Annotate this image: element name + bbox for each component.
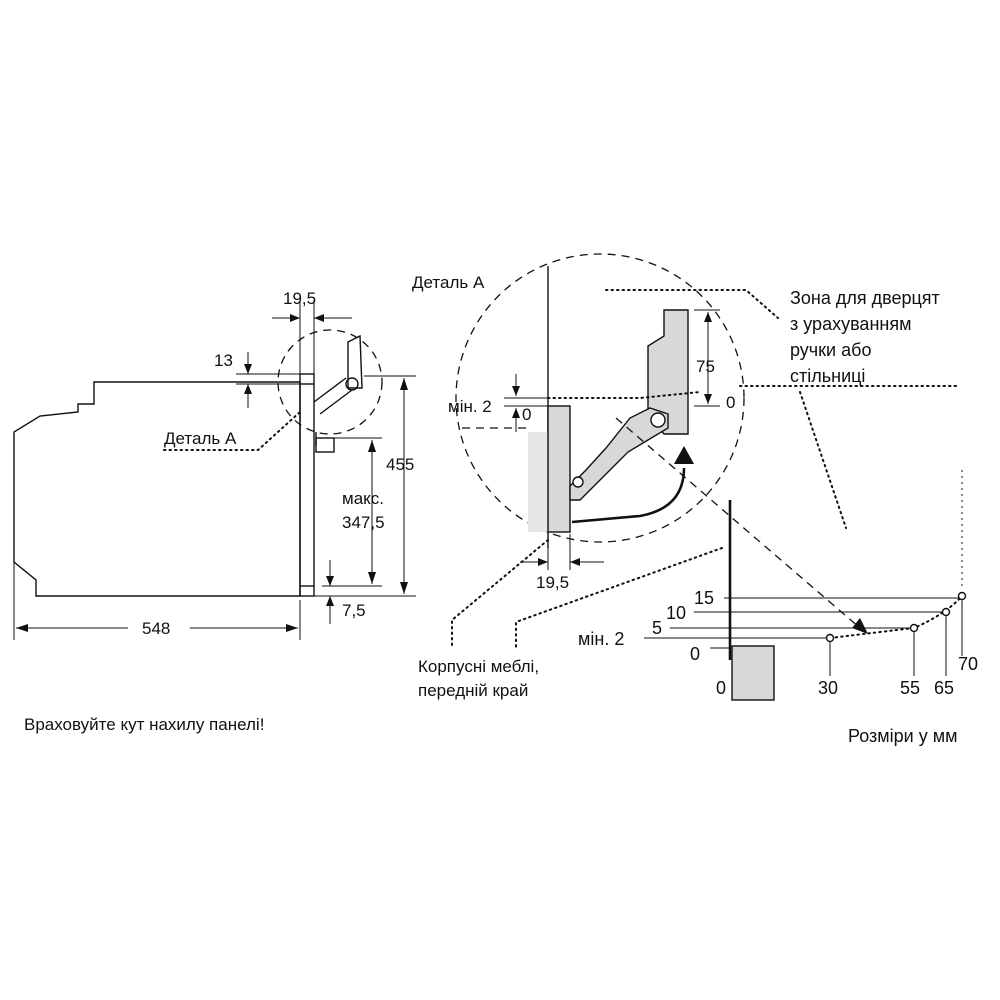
oven-body-outline [13, 381, 301, 597]
furniture-label-line1: Корпусні меблі, [418, 657, 539, 676]
y-label-10: 10 [666, 603, 686, 623]
x-label-70: 70 [958, 654, 978, 674]
y-label-0: 0 [690, 644, 700, 664]
dim-455: 455 [386, 455, 414, 474]
dim-347-5: 347,5 [342, 513, 385, 532]
y-label-15: 15 [694, 588, 714, 608]
door-swing-path [615, 417, 861, 629]
dim-19-5-top: 19,5 [283, 289, 316, 308]
furniture-panel-section [528, 432, 548, 532]
door-zone-line4: стільниці [790, 366, 865, 386]
oven-front-panel [299, 373, 315, 597]
tilt-note: Враховуйте кут нахилу панелі! [24, 715, 264, 734]
y-label-min-2: мін. 2 [578, 629, 624, 649]
detail-a-label-left: Деталь A [164, 429, 237, 448]
detail-a-circle-small [277, 329, 383, 435]
door-hinge-bracket [313, 377, 353, 415]
y-label-5: 5 [652, 618, 662, 638]
max-label: макс. [342, 489, 384, 508]
min-2-detail: мін. 2 [448, 397, 492, 416]
detail-a-label-right: Деталь A [412, 273, 485, 292]
x-label-0: 0 [716, 678, 726, 698]
hinge-arm [569, 407, 669, 501]
x-label-55: 55 [900, 678, 920, 698]
oven-side-view: 19,5 13 Деталь A 455 макс. 347,5 7,5 [13, 289, 416, 734]
dim-7-5: 7,5 [342, 601, 366, 620]
door-zone-graph: Зона для дверцят з урахуванням ручки або… [578, 288, 978, 746]
dim-13: 13 [214, 351, 233, 370]
furniture-label-line2: передній край [418, 681, 528, 700]
zero-detail: 0 [522, 405, 531, 424]
dim-19-5-bottom: 19,5 [536, 573, 569, 592]
detail-a-enlargement: Деталь A мін. 2 0 75 0 [412, 253, 745, 700]
units-note: Розміри у мм [848, 726, 957, 746]
zero-75: 0 [726, 393, 735, 412]
x-label-65: 65 [934, 678, 954, 698]
door-zone-line3: ручки або [790, 340, 871, 360]
door-panel [547, 405, 571, 533]
door-zone-curve [829, 595, 963, 639]
oven-knob [315, 437, 335, 453]
x-label-30: 30 [818, 678, 838, 698]
dim-548: 548 [142, 619, 170, 638]
dim-75: 75 [696, 357, 715, 376]
door-zone-line1: Зона для дверцят [790, 288, 940, 308]
door-zone-line2: з урахуванням [790, 314, 911, 334]
detail-a-circle-large [455, 253, 745, 543]
worktop-section [731, 645, 775, 701]
